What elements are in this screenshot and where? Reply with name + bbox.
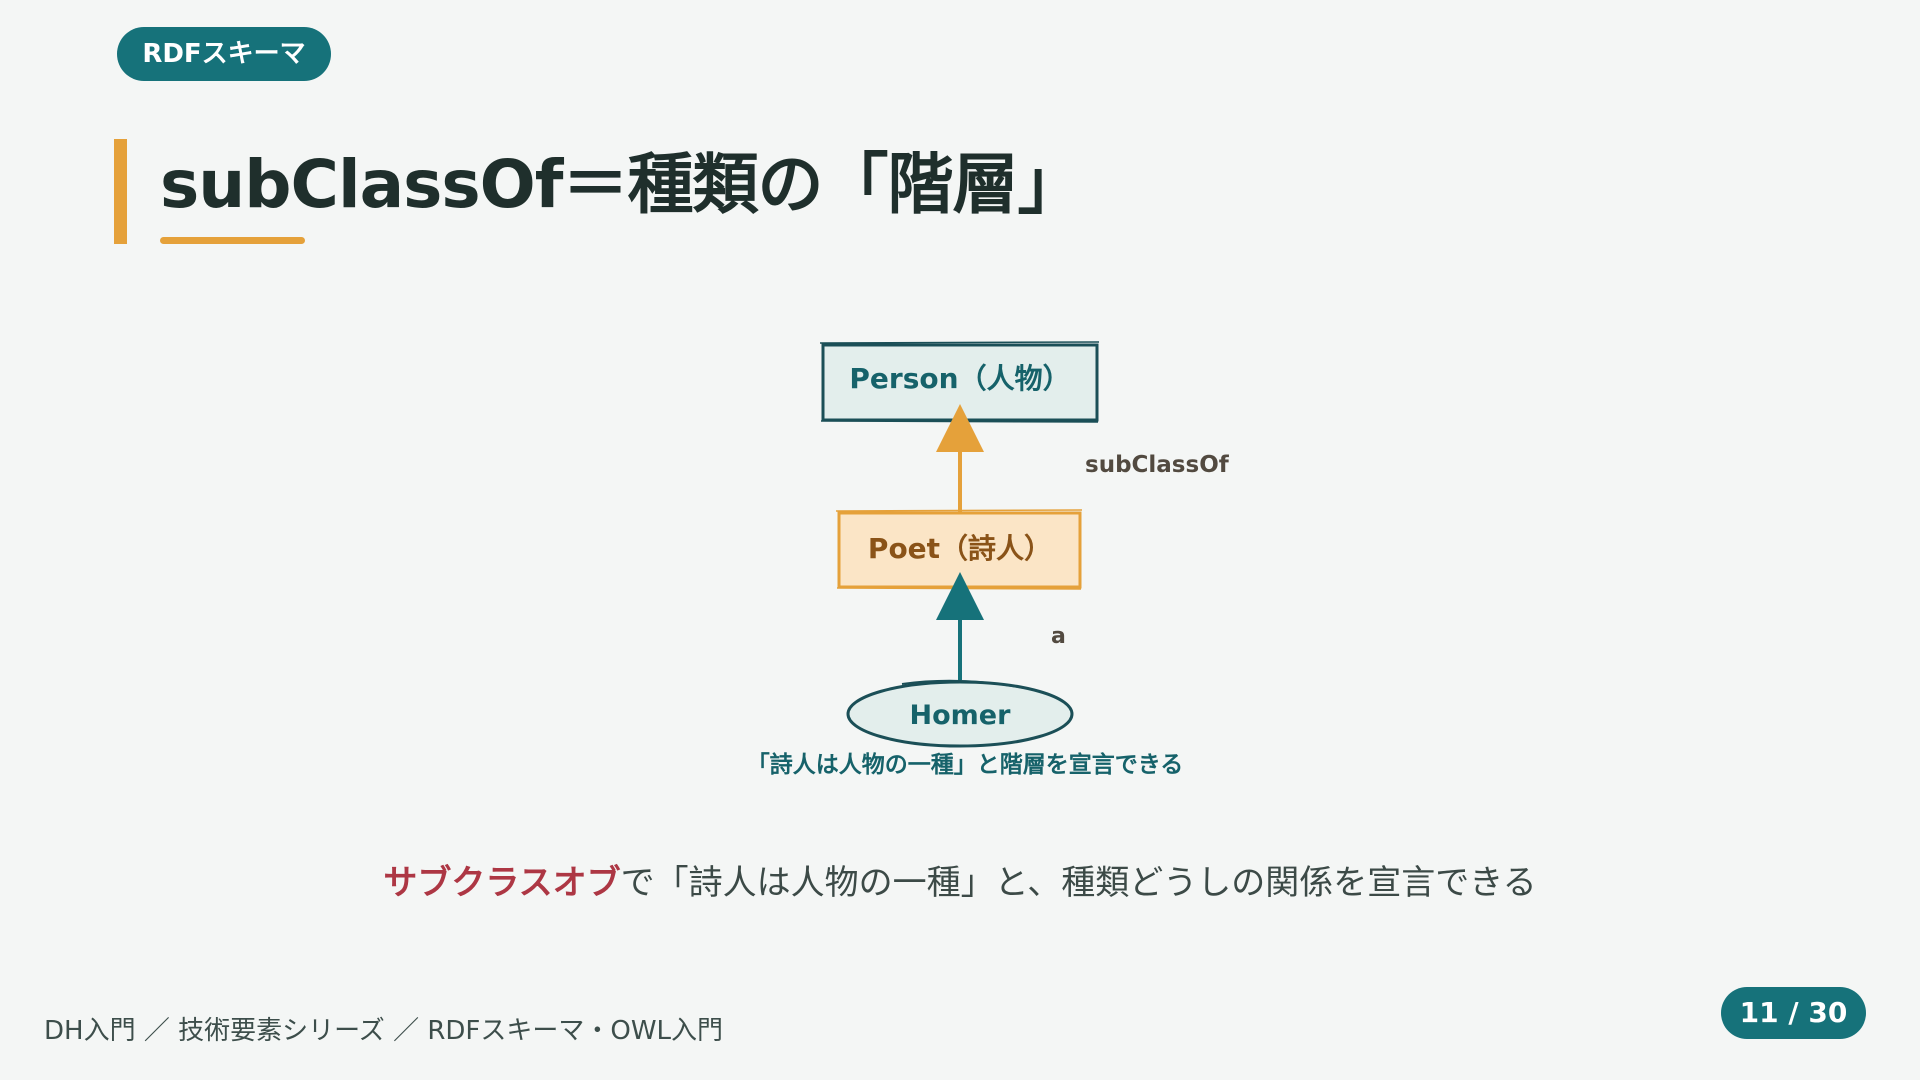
node-homer: Homer — [846, 679, 1074, 748]
section-tag: RDFスキーマ — [117, 27, 331, 81]
title-accent-bar — [114, 139, 127, 244]
edge-subclassof: subClassOf — [936, 404, 1230, 512]
title-underline — [160, 237, 305, 244]
diagram-note: 「詩人は人物の一種」と階層を宣言できる — [747, 751, 1184, 778]
edge-subclassof-label: subClassOf — [1085, 452, 1230, 478]
caption-text: で「詩人は人物の一種」と、種類どうしの関係を宣言できる — [620, 863, 1537, 903]
node-person-label: Person（人物） — [849, 362, 1070, 395]
edge-type: a — [936, 572, 1066, 680]
footer-breadcrumb: DH入門 ／ 技術要素シリーズ ／ RDFスキーマ・OWL入門 — [44, 1016, 724, 1046]
caption-emphasis: サブクラスオブ — [383, 863, 621, 903]
node-person: Person（人物） — [819, 341, 1100, 423]
page-title: subClassOf＝種類の「階層」 — [160, 146, 1083, 223]
page-number-badge: 11 / 30 — [1721, 987, 1866, 1039]
node-poet-label: Poet（詩人） — [868, 532, 1052, 565]
summary-caption: サブクラスオブで「詩人は人物の一種」と、種類どうしの関係を宣言できる — [0, 855, 1920, 904]
edge-type-label: a — [1051, 624, 1066, 649]
node-homer-label: Homer — [910, 700, 1012, 731]
node-poet: Poet（詩人） — [835, 509, 1083, 590]
